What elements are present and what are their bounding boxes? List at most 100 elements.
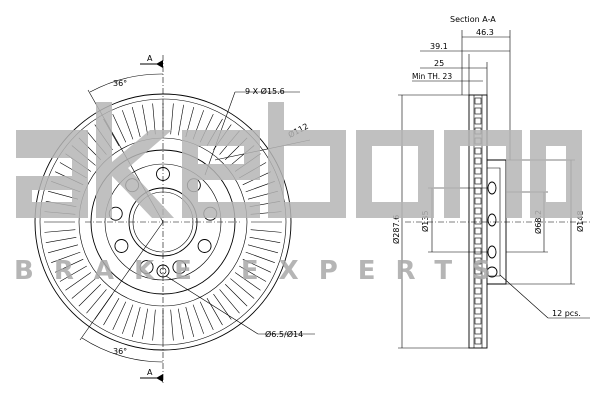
- bolt-hole: [114, 239, 129, 253]
- vane-line: [170, 309, 174, 341]
- vane-slot: [474, 107, 482, 115]
- vane-slot: [474, 247, 482, 255]
- vane-slot: [474, 257, 482, 265]
- vane-line: [45, 236, 77, 243]
- min-thickness-label: Min TH. 23: [412, 72, 452, 81]
- vane-line: [249, 236, 281, 243]
- section-label-bottom: A: [147, 368, 153, 377]
- vane-line: [170, 103, 174, 135]
- vane-line: [250, 229, 282, 233]
- vane-slot: [474, 167, 482, 175]
- angle-leg-bottom: [79, 221, 164, 341]
- dim-25-label: 25: [434, 59, 444, 68]
- vane-line: [122, 304, 134, 334]
- vane-slot: [474, 197, 482, 205]
- section-arrow-top: [156, 60, 163, 68]
- leader-hole-spec: [165, 275, 259, 335]
- vane-line: [245, 251, 275, 263]
- vane-line: [192, 304, 204, 334]
- vane-line: [177, 104, 184, 136]
- vane-line: [131, 306, 141, 338]
- bolt-hole: [197, 239, 212, 253]
- vane-slot: [474, 227, 482, 235]
- leader-vanes: [499, 274, 549, 319]
- vane-line: [103, 298, 120, 326]
- vane-line: [51, 251, 81, 263]
- angle-label-top: 36°: [113, 79, 127, 88]
- vane-slot: [474, 97, 482, 105]
- vane-line: [239, 265, 267, 282]
- vane-slot: [474, 327, 482, 335]
- section-bolt-hole-1: [487, 181, 497, 195]
- dim-135-label: Ø135: [420, 210, 430, 232]
- vane-slot: [474, 207, 482, 215]
- vanes-label: 12 pcs.: [552, 309, 581, 318]
- watermark-tagline: BRAKE EXPERTS: [14, 256, 511, 286]
- watermark: akebono BRAKE EXPERTS: [14, 102, 582, 286]
- vane-line: [219, 289, 240, 314]
- section-locator-hole: [486, 266, 498, 278]
- dim-68-label: Ø68.2: [533, 210, 543, 234]
- section-title: Section A-A: [450, 15, 496, 24]
- dim-148-label: Ø148: [575, 210, 585, 232]
- vane-line: [152, 103, 156, 135]
- vane-slot: [474, 267, 482, 275]
- vane-line: [131, 106, 141, 138]
- vane-slot: [474, 117, 482, 125]
- vane-slot: [474, 237, 482, 245]
- vane-line: [47, 244, 79, 254]
- vane-line: [142, 104, 149, 136]
- vane-line: [242, 258, 271, 273]
- vane-line: [185, 306, 195, 338]
- vane-line: [59, 265, 87, 282]
- vane-line: [78, 284, 101, 307]
- vane-line: [65, 272, 92, 291]
- vane-slot: [474, 217, 482, 225]
- bolt-holes-label: 9 X Ø15.6: [245, 86, 285, 96]
- vane-slot: [474, 317, 482, 325]
- vane-line: [86, 289, 107, 314]
- dim-39-label: 39.1: [430, 42, 448, 51]
- vane-line: [112, 301, 127, 330]
- bolt-hole: [172, 260, 187, 275]
- hat-section-inner: [487, 167, 501, 277]
- vane-line: [225, 284, 248, 307]
- vane-slot: [474, 297, 482, 305]
- vane-line: [206, 298, 223, 326]
- vane-slots: [474, 97, 482, 345]
- section-view: Section A-A 46.3 39.1 25 Min TH. 23: [391, 15, 590, 349]
- vane-slot: [474, 187, 482, 195]
- vane-slot: [474, 287, 482, 295]
- angle-label-bottom: 36°: [113, 347, 127, 356]
- angle-arc-top: [89, 73, 164, 93]
- hole-spec-label: Ø6.5/Ø14: [265, 329, 303, 339]
- vane-slot: [474, 337, 482, 345]
- vane-line: [230, 278, 255, 299]
- watermark-logo: akebono: [16, 102, 582, 218]
- vane-line: [152, 309, 156, 341]
- section-label-top: A: [147, 54, 153, 63]
- vane-line: [112, 114, 127, 143]
- vane-slot: [474, 177, 482, 185]
- friction-ring-section: [468, 94, 488, 349]
- vane-slot: [474, 157, 482, 165]
- angle-arc-bottom: [81, 337, 164, 363]
- vane-line: [142, 308, 149, 340]
- vane-slot: [474, 147, 482, 155]
- vane-line: [55, 258, 84, 273]
- vane-slot: [474, 307, 482, 315]
- section-arrow-bottom: [156, 374, 163, 382]
- vane-line: [199, 301, 214, 330]
- section-bolt-hole-2: [487, 213, 497, 227]
- vane-line: [234, 272, 261, 291]
- vane-line: [44, 229, 76, 233]
- vane-line: [122, 110, 134, 140]
- dim-287-label: Ø287.6: [391, 215, 401, 244]
- vane-slot: [474, 277, 482, 285]
- vane-line: [247, 244, 279, 254]
- vane-line: [177, 308, 184, 340]
- bolt-hole: [139, 260, 154, 275]
- vane-line: [71, 278, 96, 299]
